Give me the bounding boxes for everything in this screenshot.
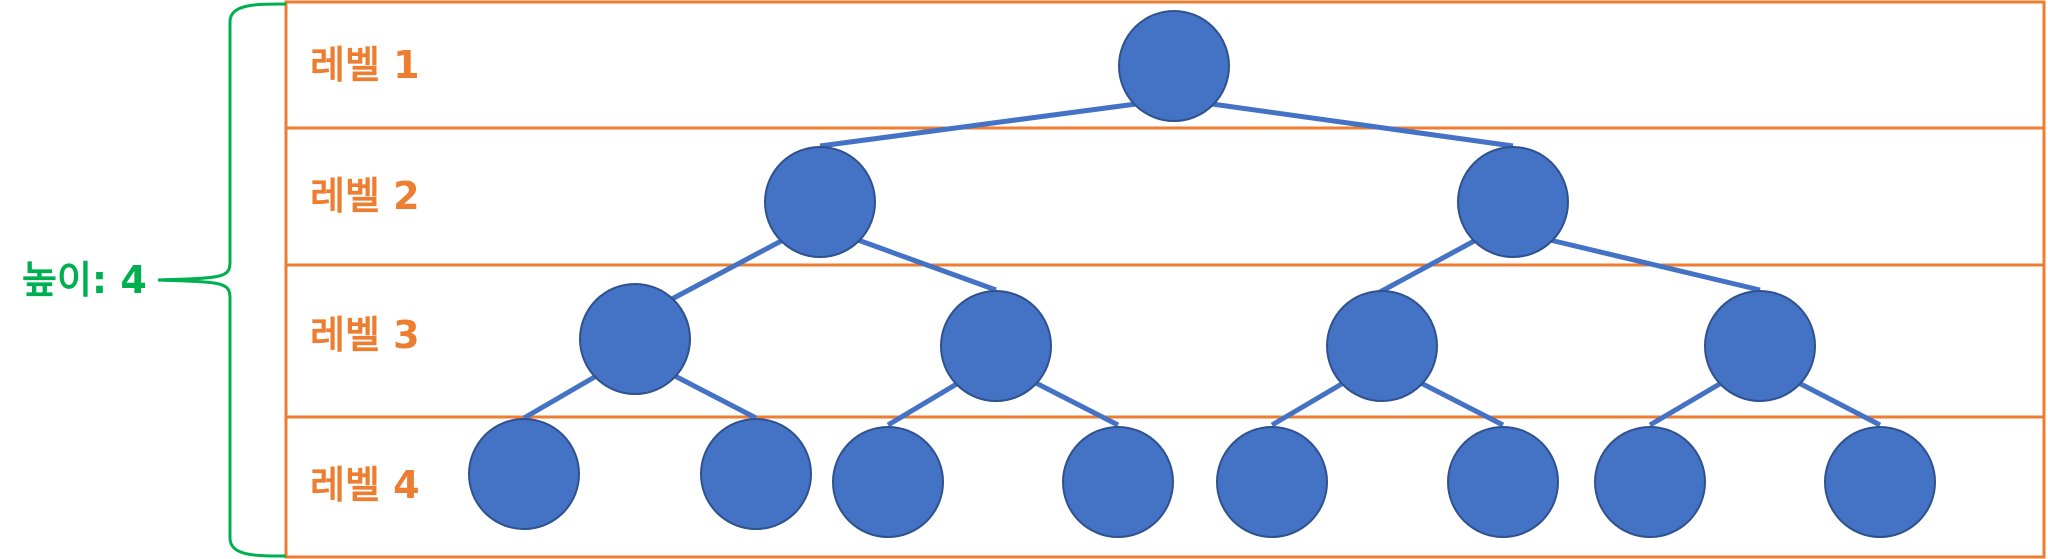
level-labels: 레벨 1 레벨 2 레벨 3 레벨 4 xyxy=(310,43,420,507)
tree-node-level4-7 xyxy=(1594,426,1706,538)
level-label-4: 레벨 4 xyxy=(310,463,420,507)
tree-node-level3-3 xyxy=(1326,290,1438,402)
edge-1-2 xyxy=(819,101,1137,149)
edge-1-3 xyxy=(1211,101,1514,149)
tree-node-level2-1 xyxy=(764,146,876,258)
edge-2-5 xyxy=(857,237,997,293)
height-label: 높이: 4 xyxy=(22,258,147,302)
level-label-1: 레벨 1 xyxy=(310,43,420,87)
edge-6-13 xyxy=(1417,379,1505,428)
edge-4-9 xyxy=(671,372,758,421)
tree-node-level3-1 xyxy=(579,283,691,395)
edge-4-8 xyxy=(522,372,600,421)
height-indicator: 높이: 4 xyxy=(22,2,287,558)
tree-nodes xyxy=(468,10,1936,538)
edge-7-15 xyxy=(1795,379,1882,428)
edge-7-14 xyxy=(1648,379,1725,428)
edge-2-4 xyxy=(668,237,785,303)
tree-node-level3-4 xyxy=(1704,290,1816,402)
tree-node-level3-2 xyxy=(940,290,1052,402)
tree-node-level4-1 xyxy=(468,418,580,530)
tree-node-level1-1 xyxy=(1118,10,1230,122)
tree-node-level4-5 xyxy=(1216,426,1328,538)
edge-5-11 xyxy=(1032,379,1120,428)
tree-node-level4-6 xyxy=(1447,426,1559,538)
level-row-2 xyxy=(284,126,2046,267)
level-label-2: 레벨 2 xyxy=(310,174,420,218)
level-label-3: 레벨 3 xyxy=(310,313,420,357)
tree-node-level4-4 xyxy=(1062,426,1174,538)
edge-3-6 xyxy=(1378,237,1478,295)
tree-node-level4-8 xyxy=(1824,426,1936,538)
tree-node-level2-2 xyxy=(1457,146,1569,258)
tree-edges xyxy=(522,101,1882,428)
tree-node-level4-3 xyxy=(832,426,944,538)
tree-node-level4-2 xyxy=(700,418,812,530)
edge-3-7 xyxy=(1549,237,1761,293)
edge-6-12 xyxy=(1270,379,1347,428)
edge-5-10 xyxy=(886,379,962,428)
height-brace xyxy=(157,2,287,558)
